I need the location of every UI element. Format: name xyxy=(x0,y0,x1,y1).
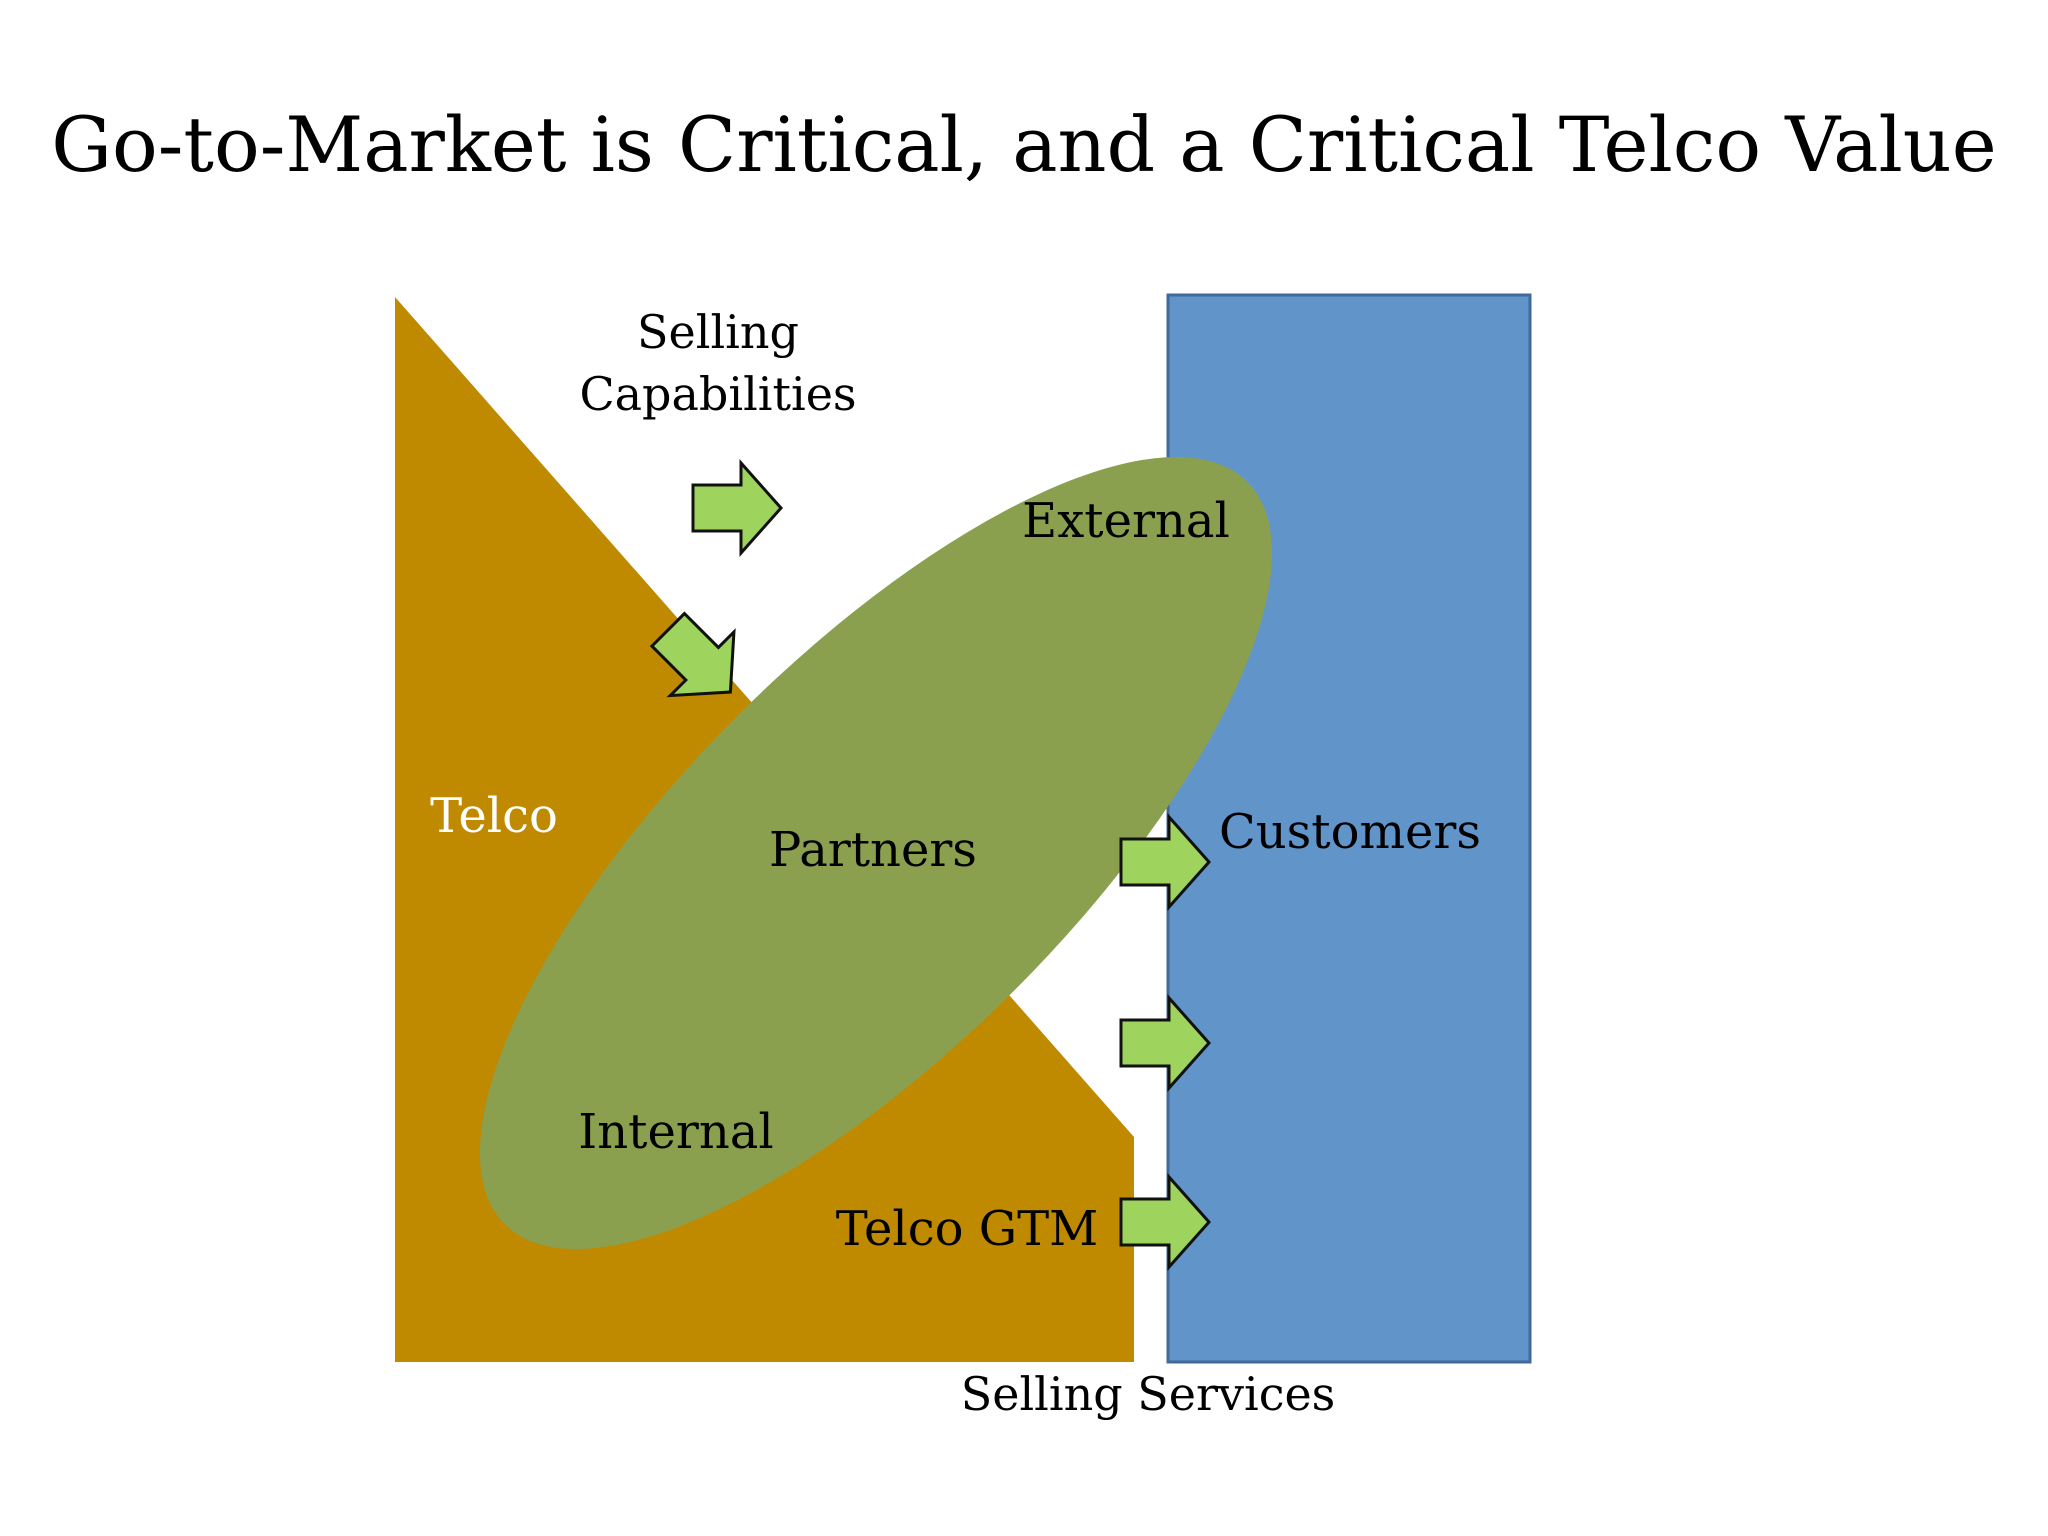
telco-label: Telco xyxy=(430,788,558,844)
page-title: Go-to-Market is Critical, and a Critical… xyxy=(51,100,1997,189)
arrow-right-icon xyxy=(1119,1173,1212,1271)
arrow-down-right-icon xyxy=(649,611,736,698)
telco-gtm-label: Telco GTM xyxy=(836,1201,1099,1257)
customers-label: Customers xyxy=(1219,804,1481,860)
selling-capabilities-label-line1: Selling xyxy=(637,305,799,359)
selling-capabilities-label-line2: Capabilities xyxy=(579,367,856,421)
external-label: External xyxy=(1022,493,1230,549)
arrow-right-icon xyxy=(1119,813,1212,911)
partners-label: Partners xyxy=(769,822,977,878)
arrow-right-icon xyxy=(691,459,784,557)
selling-services-label: Selling Services xyxy=(961,1367,1336,1421)
partners-ellipse xyxy=(479,456,1273,1250)
internal-label: Internal xyxy=(578,1104,773,1160)
arrow-right-icon xyxy=(1119,994,1212,1092)
